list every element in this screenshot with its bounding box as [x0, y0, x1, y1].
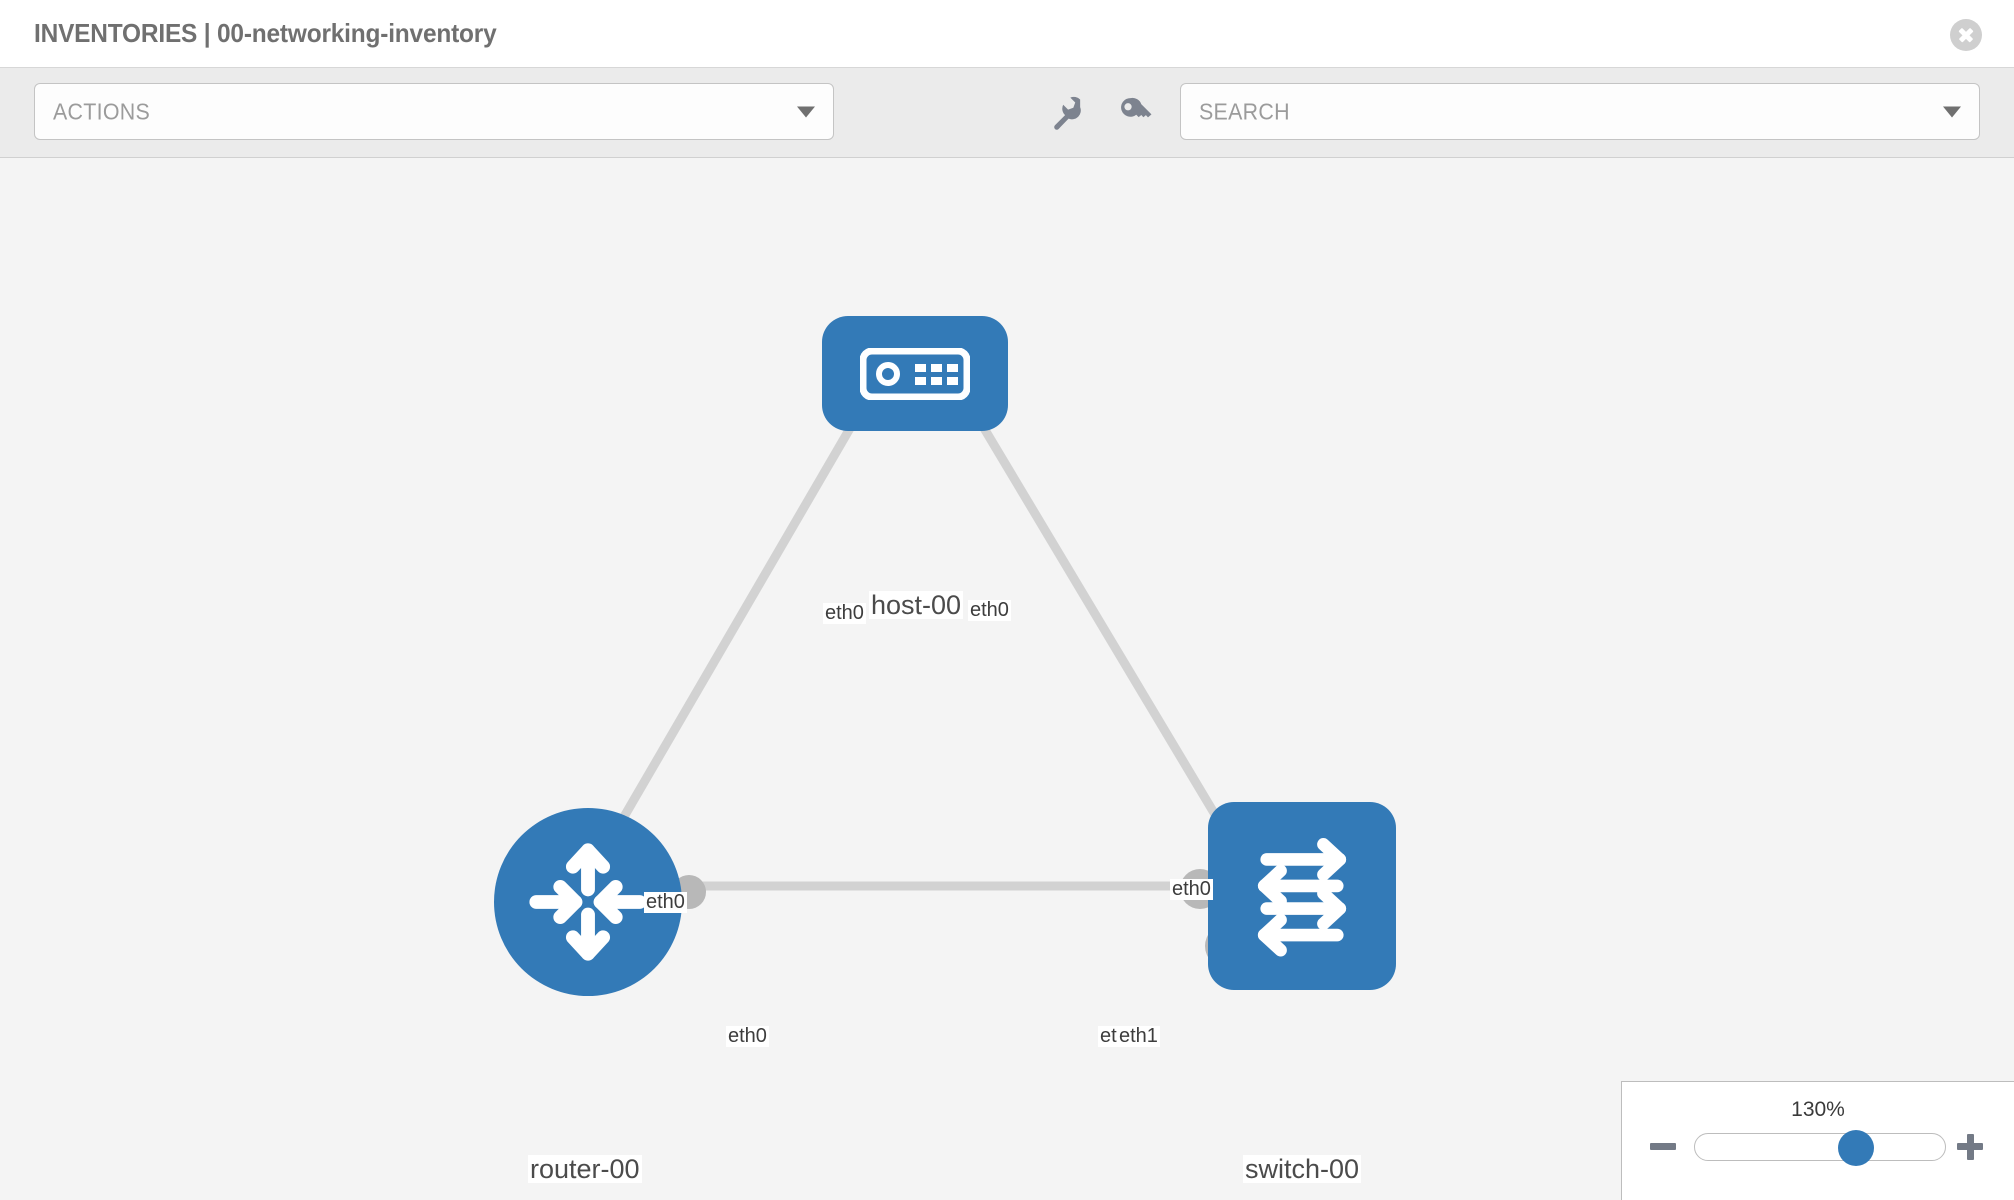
server-icon — [860, 347, 970, 400]
wrench-icon[interactable] — [1048, 93, 1086, 131]
link-host-switch[interactable] — [941, 360, 1239, 851]
chevron-down-icon — [1943, 106, 1961, 117]
zoom-out-button[interactable] — [1650, 1134, 1676, 1160]
interface-label-host-right: eth0 — [968, 599, 1011, 621]
zoom-slider[interactable] — [1694, 1130, 1946, 1166]
topology-canvas[interactable]: eth0 eth0 eth0 eth0 eth0 eth0 eth1 host-… — [0, 158, 2014, 1200]
chevron-down-icon — [797, 106, 815, 117]
close-icon[interactable] — [1950, 19, 1982, 51]
page-title: INVENTORIES | 00-networking-inventory — [34, 18, 497, 48]
node-label-switch-00: switch-00 — [1243, 1154, 1362, 1184]
router-arrows-icon — [529, 843, 647, 961]
search-input[interactable]: SEARCH — [1180, 83, 1980, 140]
node-label-router-00: router-00 — [528, 1154, 642, 1184]
zoom-control-panel: 130% — [1621, 1081, 2014, 1200]
search-placeholder: SEARCH — [1199, 98, 1290, 124]
link-host-router[interactable] — [596, 360, 892, 861]
interface-label-router-right: eth0 — [726, 1025, 769, 1047]
interface-label-switch-left-front: eth1 — [1117, 1025, 1160, 1047]
key-icon[interactable] — [1116, 93, 1154, 131]
interface-label-switch-up: eth0 — [1170, 878, 1213, 900]
actions-dropdown[interactable]: ACTIONS — [34, 83, 834, 140]
interface-label-router-up: eth0 — [644, 891, 687, 913]
topology-links — [596, 360, 1239, 891]
zoom-level-label: 130% — [1791, 1098, 1845, 1121]
zoom-slider-thumb[interactable] — [1838, 1130, 1874, 1166]
page-header: INVENTORIES | 00-networking-inventory — [0, 0, 2014, 68]
interface-label-host-left: eth0 — [823, 602, 866, 624]
zoom-in-button[interactable] — [1957, 1134, 1983, 1160]
toolbar: ACTIONS SEARCH — [0, 68, 2014, 158]
node-switch-00[interactable] — [1208, 802, 1396, 990]
switch-arrows-icon — [1257, 838, 1347, 957]
node-label-host-00: host-00 — [869, 590, 964, 620]
node-host-00[interactable] — [822, 316, 1008, 431]
actions-dropdown-label: ACTIONS — [53, 98, 151, 124]
